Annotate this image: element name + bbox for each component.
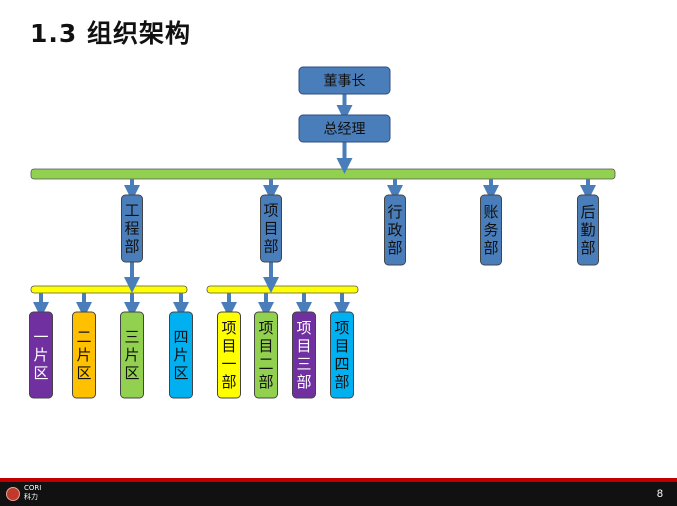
engineering-connector-bar bbox=[30, 285, 188, 294]
page-number: 8 bbox=[656, 488, 663, 500]
unit-project-4-box bbox=[330, 311, 354, 399]
dept-logistics[interactable]: 后勤部 bbox=[577, 194, 599, 266]
unit-project-1[interactable]: 项目一部 bbox=[217, 311, 241, 399]
node-gm-box bbox=[298, 114, 391, 143]
unit-engineering-2-box bbox=[72, 311, 96, 399]
dept-project[interactable]: 项目部 bbox=[260, 194, 282, 263]
dept-engineering-label: 工程部 bbox=[124, 202, 139, 256]
unit-engineering-1-label: 一片区 bbox=[33, 328, 48, 382]
unit-engineering-1[interactable]: 一片区 bbox=[29, 311, 53, 399]
company-logo-text: CORI 科力 bbox=[24, 484, 41, 502]
dept-engineering-box bbox=[121, 194, 143, 263]
unit-engineering-4[interactable]: 四片区 bbox=[169, 311, 193, 399]
dept-admin-label: 行政部 bbox=[387, 203, 402, 257]
dept-project-box bbox=[260, 194, 282, 263]
node-chairman-label: 董事长 bbox=[324, 74, 366, 90]
node-chairman[interactable]: 董事长 bbox=[298, 66, 391, 95]
dept-logistics-label: 后勤部 bbox=[580, 203, 595, 257]
unit-project-3[interactable]: 项目三部 bbox=[292, 311, 316, 399]
unit-project-2-box bbox=[254, 311, 278, 399]
dept-engineering[interactable]: 工程部 bbox=[121, 194, 143, 263]
unit-project-2-label: 项目二部 bbox=[258, 319, 273, 391]
unit-engineering-2-label: 二片区 bbox=[76, 328, 91, 382]
unit-engineering-4-box bbox=[169, 311, 193, 399]
unit-project-4[interactable]: 项目四部 bbox=[330, 311, 354, 399]
main-connector-bar bbox=[30, 168, 616, 180]
unit-project-3-label: 项目三部 bbox=[296, 319, 311, 391]
logo-subtitle: 科力 bbox=[24, 493, 38, 501]
slide-title: 1.3 组织架构 bbox=[30, 19, 191, 48]
dept-project-label: 项目部 bbox=[263, 202, 278, 256]
unit-engineering-2[interactable]: 二片区 bbox=[72, 311, 96, 399]
unit-project-4-label: 项目四部 bbox=[334, 319, 349, 391]
dept-accounting-label: 账务部 bbox=[483, 203, 498, 257]
dept-accounting[interactable]: 账务部 bbox=[480, 194, 502, 266]
company-logo-icon bbox=[6, 487, 20, 501]
logo-name: CORI bbox=[24, 484, 42, 492]
dept-admin-box bbox=[384, 194, 406, 266]
dept-accounting-box bbox=[480, 194, 502, 266]
unit-project-1-box bbox=[217, 311, 241, 399]
unit-engineering-3-box bbox=[120, 311, 144, 399]
unit-project-1-label: 项目一部 bbox=[221, 319, 236, 391]
unit-project-2[interactable]: 项目二部 bbox=[254, 311, 278, 399]
dept-logistics-box bbox=[577, 194, 599, 266]
footer-accent-line bbox=[0, 478, 677, 482]
unit-engineering-3[interactable]: 三片区 bbox=[120, 311, 144, 399]
node-gm-label: 总经理 bbox=[324, 122, 366, 138]
unit-engineering-4-label: 四片区 bbox=[173, 328, 188, 382]
project-connector-bar bbox=[206, 285, 359, 294]
unit-project-3-box bbox=[292, 311, 316, 399]
dept-admin[interactable]: 行政部 bbox=[384, 194, 406, 266]
node-chairman-box bbox=[298, 66, 391, 95]
footer-bar bbox=[0, 478, 677, 506]
unit-engineering-3-label: 三片区 bbox=[124, 328, 139, 382]
unit-engineering-1-box bbox=[29, 311, 53, 399]
node-gm[interactable]: 总经理 bbox=[298, 114, 391, 143]
